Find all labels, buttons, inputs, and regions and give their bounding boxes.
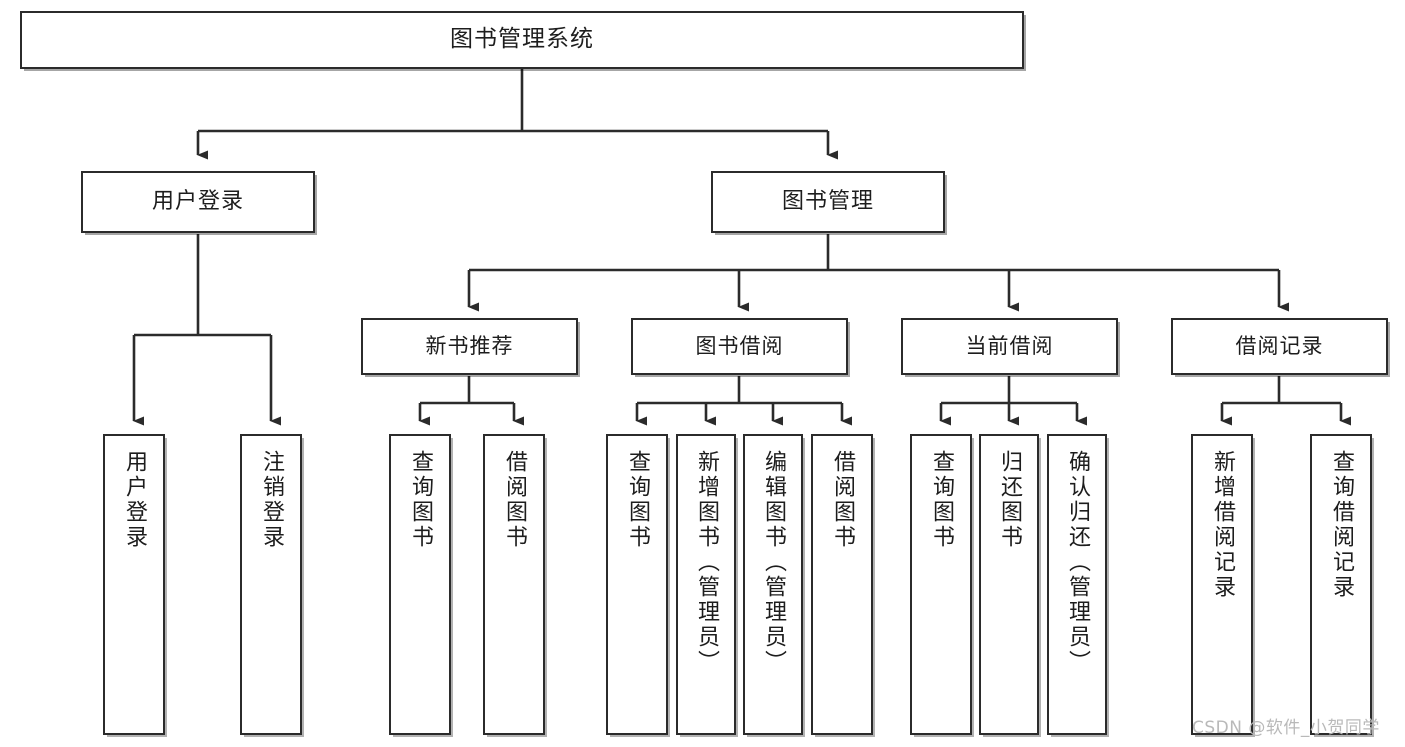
node-root-system[interactable]: 图书管理系统 <box>20 11 1024 69</box>
node-label: 查询图书 <box>408 450 433 550</box>
node-label: 归还图书 <box>997 450 1022 550</box>
node-book-management[interactable]: 图书管理 <box>711 171 945 233</box>
node-label: 新书推荐 <box>425 334 514 359</box>
node-current-borrow[interactable]: 当前借阅 <box>901 318 1118 375</box>
node-label: 新增图书（管理员） <box>694 450 719 675</box>
leaf-edit-book-admin[interactable]: 编辑图书（管理员） <box>743 434 803 735</box>
node-label: 新增借阅记录 <box>1210 450 1235 600</box>
leaf-query-book-borrow[interactable]: 查询图书 <box>606 434 668 735</box>
node-label: 用户登录 <box>151 189 244 215</box>
node-label: 查询借阅记录 <box>1329 450 1354 600</box>
node-new-book-recommend[interactable]: 新书推荐 <box>361 318 578 375</box>
node-borrow-record[interactable]: 借阅记录 <box>1171 318 1388 375</box>
node-label: 查询图书 <box>625 450 650 550</box>
node-book-borrow[interactable]: 图书借阅 <box>631 318 848 375</box>
node-label: 借阅图书 <box>502 450 527 550</box>
watermark-csdn: CSDN @软件_小贺同学 <box>1192 718 1380 738</box>
node-label: 注销登录 <box>259 450 284 550</box>
leaf-user-login[interactable]: 用户登录 <box>103 434 165 735</box>
node-label: 查询图书 <box>929 450 954 550</box>
leaf-return-book[interactable]: 归还图书 <box>979 434 1039 735</box>
node-label: 图书借阅 <box>695 334 784 359</box>
leaf-add-book-admin[interactable]: 新增图书（管理员） <box>676 434 736 735</box>
leaf-query-borrow-record[interactable]: 查询借阅记录 <box>1310 434 1372 735</box>
leaf-logout[interactable]: 注销登录 <box>240 434 302 735</box>
leaf-borrow-book[interactable]: 借阅图书 <box>811 434 873 735</box>
node-label: 当前借阅 <box>965 334 1054 359</box>
leaf-query-book-recommend[interactable]: 查询图书 <box>389 434 451 735</box>
leaf-query-book-current[interactable]: 查询图书 <box>910 434 972 735</box>
node-label: 编辑图书（管理员） <box>761 450 786 675</box>
leaf-borrow-book-recommend[interactable]: 借阅图书 <box>483 434 545 735</box>
node-label: 确认归还（管理员） <box>1065 450 1090 675</box>
leaf-add-borrow-record[interactable]: 新增借阅记录 <box>1191 434 1253 735</box>
node-label: 借阅图书 <box>830 450 855 550</box>
node-label: 借阅记录 <box>1235 334 1324 359</box>
node-user-login[interactable]: 用户登录 <box>81 171 315 233</box>
node-label: 用户登录 <box>122 450 147 550</box>
node-label: 图书管理系统 <box>450 26 594 53</box>
node-label: 图书管理 <box>781 189 874 215</box>
leaf-confirm-return-admin[interactable]: 确认归还（管理员） <box>1047 434 1107 735</box>
